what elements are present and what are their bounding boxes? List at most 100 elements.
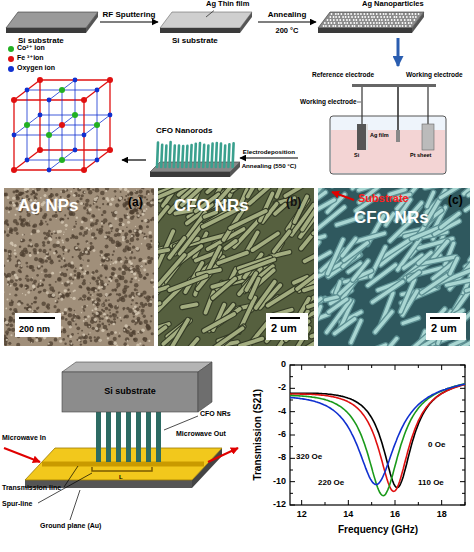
grain: [71, 282, 73, 284]
grain: [46, 232, 50, 236]
grain: [96, 304, 98, 306]
grain: [110, 264, 111, 265]
grain: [14, 244, 17, 247]
nanorod: [354, 233, 384, 242]
grain: [12, 312, 15, 315]
grain: [87, 265, 89, 267]
grain: [83, 272, 86, 275]
grain: [101, 220, 103, 222]
grain: [137, 303, 139, 305]
grain: [110, 331, 114, 335]
grain: [105, 307, 109, 311]
grain: [105, 244, 109, 248]
grain: [15, 264, 18, 267]
grain: [136, 344, 139, 346]
nanorod: [313, 226, 314, 234]
grain: [62, 338, 65, 341]
nanoparticle: [412, 16, 414, 18]
nanorod: [250, 188, 273, 203]
grain: [32, 285, 35, 288]
grain: [7, 281, 9, 283]
nanorod: [198, 270, 220, 275]
grain: [99, 279, 101, 281]
grain: [90, 218, 93, 221]
grain: [144, 204, 146, 206]
grain: [138, 319, 141, 322]
grain: [148, 231, 151, 234]
grain: [32, 229, 37, 234]
grain: [89, 282, 91, 284]
si-slab: [6, 12, 98, 33]
grain: [150, 315, 152, 317]
grain: [19, 283, 23, 287]
grain: [55, 237, 57, 239]
grain: [59, 246, 61, 248]
nanorod: [158, 303, 160, 306]
grain: [143, 276, 147, 280]
grain: [51, 233, 53, 235]
grain: [8, 250, 12, 254]
ag-np-slab: [318, 12, 424, 33]
grain: [79, 257, 82, 260]
nanorod: [180, 339, 197, 346]
grain: [119, 332, 120, 333]
grain: [21, 266, 22, 267]
grain: [63, 234, 64, 235]
grain: [109, 312, 111, 314]
grain: [36, 339, 39, 342]
grain: [119, 196, 123, 200]
grain: [142, 291, 146, 295]
grain: [108, 299, 110, 301]
grain: [101, 225, 103, 227]
tick: [460, 411, 465, 412]
tick: [290, 376, 293, 377]
grain: [131, 299, 133, 301]
nanorod: [198, 270, 220, 275]
grain: [137, 215, 140, 218]
grain: [74, 274, 77, 277]
grain: [26, 275, 29, 278]
nanorod: [318, 192, 325, 200]
nanorod: [170, 320, 188, 346]
grain: [94, 202, 96, 204]
nanorod: [468, 188, 470, 195]
grain: [21, 284, 23, 286]
grain: [127, 340, 129, 342]
grain: [85, 203, 89, 207]
ion-dot: [82, 133, 87, 138]
grain: [130, 216, 134, 220]
sem-texture: [318, 188, 470, 346]
nanorod: [158, 303, 160, 306]
nanorod: [344, 243, 367, 261]
grain: [112, 254, 114, 256]
grain: [140, 265, 144, 269]
grain: [91, 214, 95, 218]
grain: [18, 278, 21, 281]
nanoparticle: [405, 25, 407, 27]
grain: [117, 317, 119, 319]
grain: [138, 274, 142, 278]
grain: [46, 252, 48, 254]
grain: [131, 262, 133, 264]
ion-dot: [73, 148, 78, 153]
grain: [80, 264, 83, 267]
grain: [26, 266, 28, 268]
grain: [127, 213, 128, 214]
nanorod: [372, 282, 402, 302]
grain: [33, 251, 37, 255]
nanorod: [224, 146, 225, 167]
nanoparticle: [404, 19, 406, 21]
grain: [106, 258, 108, 260]
grain: [19, 271, 22, 274]
grain: [137, 331, 139, 333]
grain: [107, 319, 111, 323]
nanoparticle: [364, 16, 366, 18]
grain: [131, 235, 133, 237]
grain: [105, 293, 108, 296]
grain: [36, 188, 41, 191]
nanorod: [470, 232, 471, 261]
grain: [107, 203, 110, 206]
grain: [83, 308, 85, 310]
nanorod: [427, 192, 434, 206]
grain: [109, 341, 114, 346]
